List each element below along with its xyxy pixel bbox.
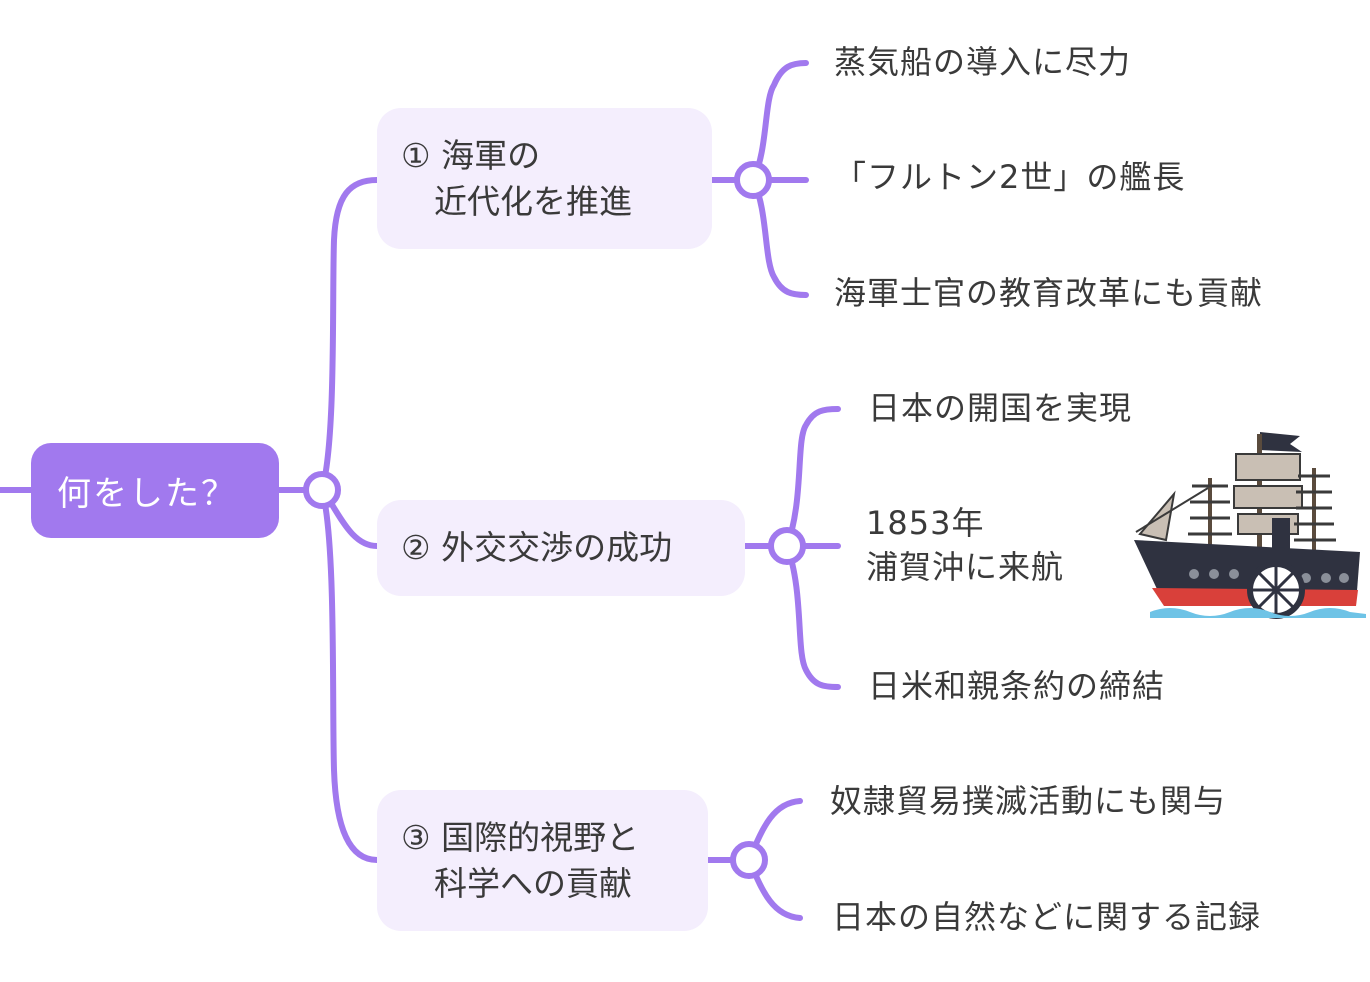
root-label: 何をした？	[57, 474, 237, 514]
root-node[interactable]: 何をした？	[31, 443, 279, 538]
link-branch-1-leaf-1	[750, 60, 809, 183]
root-junction	[303, 471, 341, 509]
branch-label: ② 外交交渉の成功	[401, 528, 673, 567]
leaf-node[interactable]: 蒸気船の導入に尽力	[834, 43, 1132, 81]
branch-node-diplomacy[interactable]: ② 外交交渉の成功	[377, 500, 745, 596]
branch-node-navy-modernization[interactable]: ① 海軍の 近代化を推進	[377, 108, 712, 249]
leaf-node[interactable]: 「フルトン2世」の艦長	[834, 158, 1186, 196]
link-branch-2-leaf-3	[784, 543, 841, 690]
steamship-icon	[1134, 432, 1366, 619]
leaf-node[interactable]: 日米和親条約の締結	[868, 667, 1166, 705]
leaf-node[interactable]: 日本の開国を実現	[868, 389, 1133, 427]
branch-label: ① 海軍の 近代化を推進	[401, 135, 632, 221]
branch-label: ③ 国際的視野と 科学への貢献	[401, 817, 640, 903]
link-root-branch-1	[319, 177, 380, 493]
link-root-branch-3	[319, 487, 380, 863]
link-branch-2-leaf-1	[784, 406, 841, 549]
branch-2-junction	[768, 527, 806, 565]
link-branch-1-leaf-3	[750, 177, 809, 298]
leaf-node[interactable]: 海軍士官の教育改革にも貢献	[834, 274, 1264, 312]
leaf-node[interactable]: 奴隷貿易撲滅活動にも関与	[830, 782, 1227, 820]
branch-node-science[interactable]: ③ 国際的視野と 科学への貢献	[377, 790, 708, 931]
branch-3-junction	[730, 841, 768, 879]
leaf-node[interactable]: 日本の自然などに関する記録	[832, 898, 1262, 936]
leaf-node[interactable]: 1853年 浦賀沖に来航	[866, 504, 1065, 586]
branch-1-junction	[734, 161, 772, 199]
